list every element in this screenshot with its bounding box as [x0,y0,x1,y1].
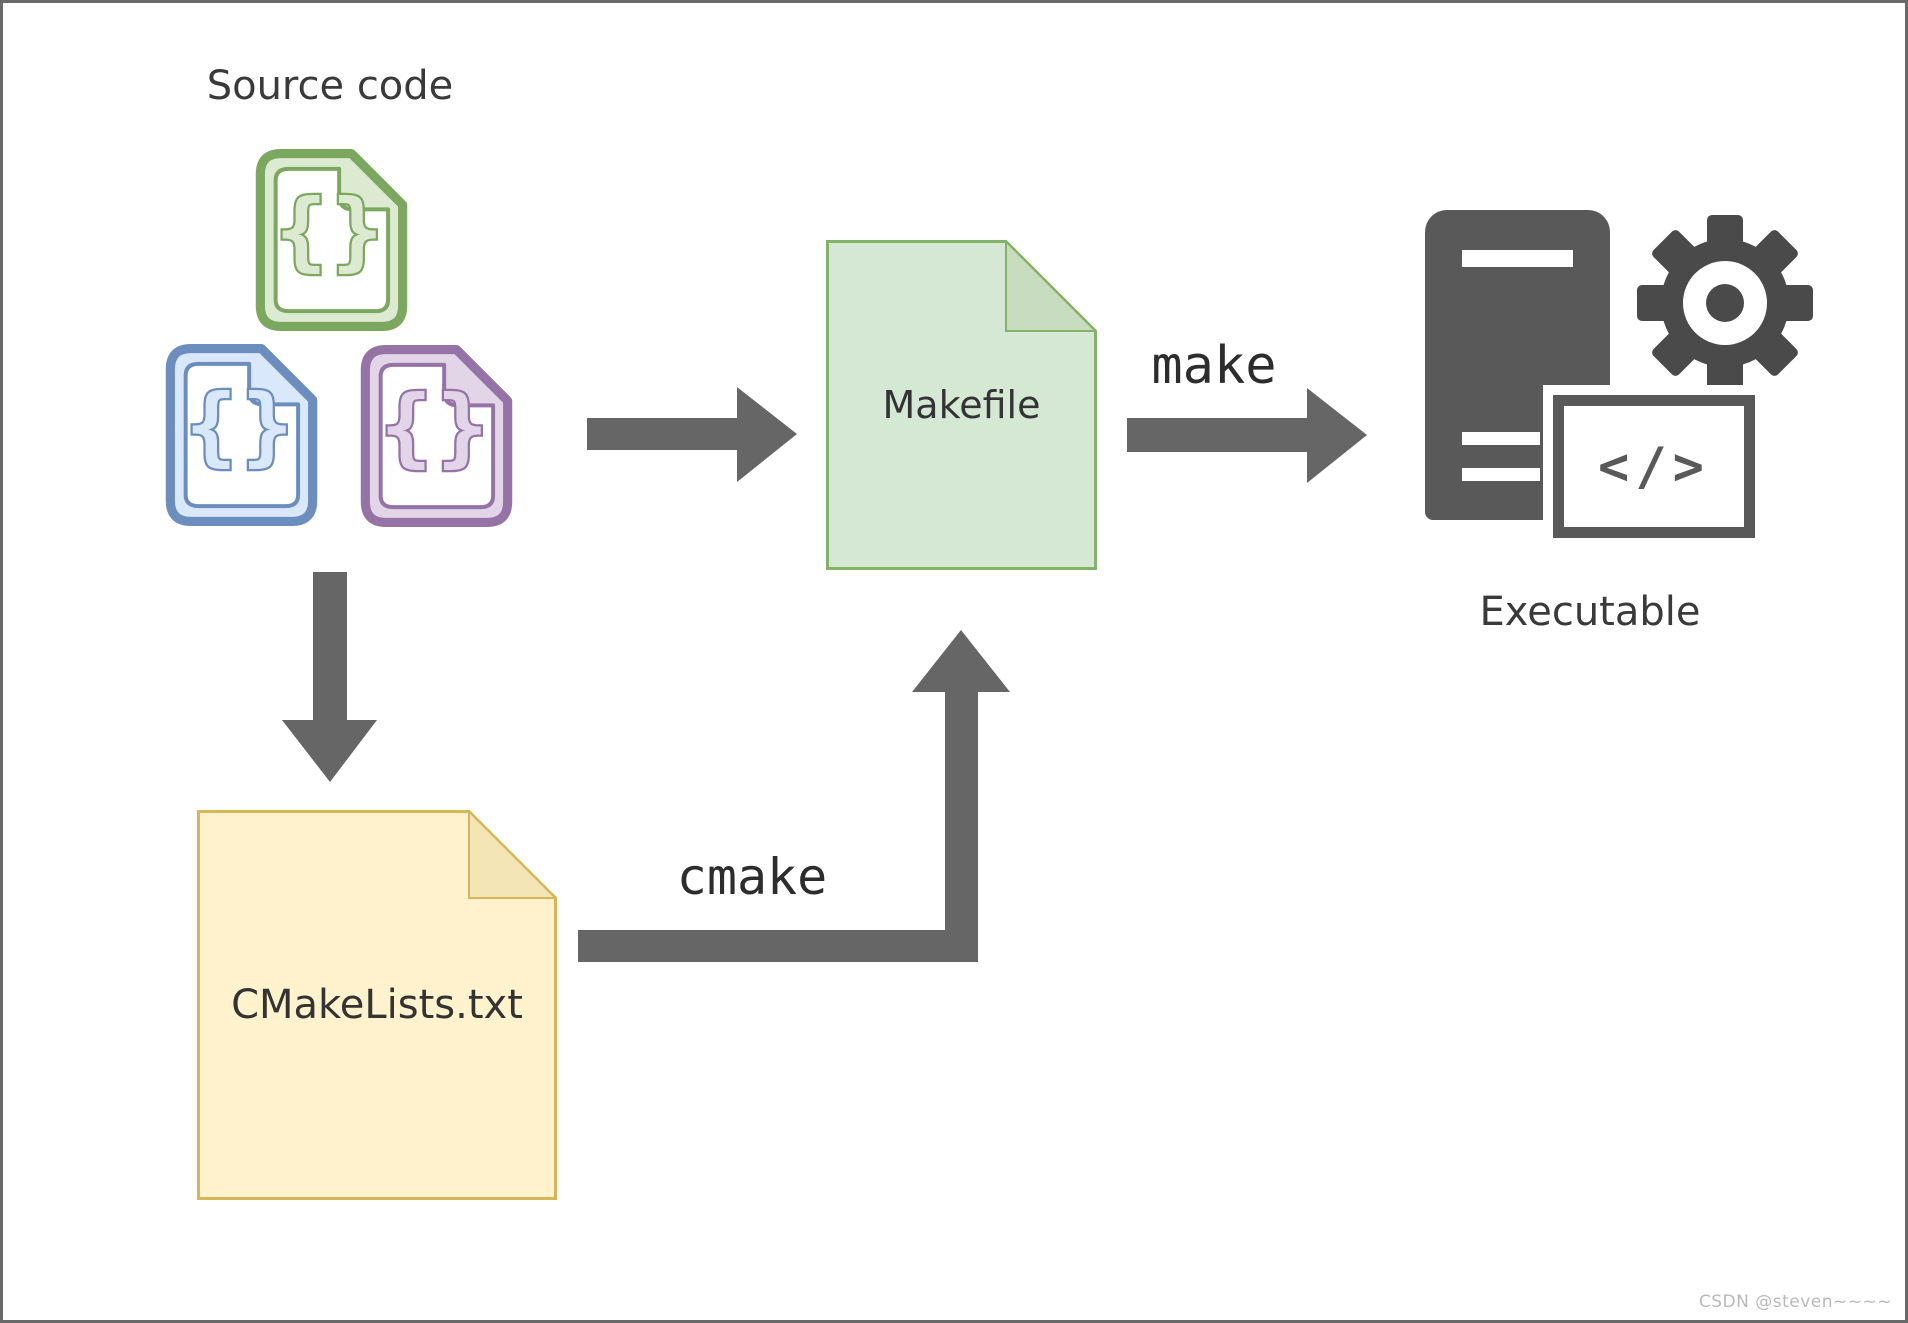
arrow-make [1127,388,1367,483]
code-file-icon-blue: {} [165,343,318,527]
tower-vent-slot [1462,468,1540,481]
braces-glyph: {} [380,377,492,477]
file-page [378,362,496,510]
arrow-source-to-cmakelists [282,572,377,782]
note-shape [197,810,557,1200]
tower-drive-slot [1462,250,1573,267]
file-page [273,166,391,314]
gear-icon [1637,215,1813,391]
braces-glyph: {} [275,181,387,281]
watermark: CSDN @steven~~~~ [1698,1292,1892,1312]
make-edge-label: make [1151,336,1277,396]
code-file-icon-purple: {} [360,344,513,528]
makefile-label: Makefile [882,383,1041,427]
cmake-edge-label: cmake [676,848,828,906]
file-page [183,361,301,509]
note-shape [826,240,1097,570]
code-screen-icon: </> [1553,395,1755,538]
source-code-label: Source code [206,63,454,109]
cmakelists-node: CMakeLists.txt [197,810,557,1200]
braces-glyph: {} [185,376,297,476]
code-file-icon-green: {} [255,148,408,332]
arrow-cmake-elbow [578,630,1010,962]
arrow-source-to-makefile [587,387,797,482]
code-glyph: </> [1598,436,1710,497]
executable-label: Executable [1479,589,1701,635]
tower-vent-slot [1462,432,1540,445]
makefile-node: Makefile [826,240,1097,570]
cmakelists-label: CMakeLists.txt [231,982,523,1028]
